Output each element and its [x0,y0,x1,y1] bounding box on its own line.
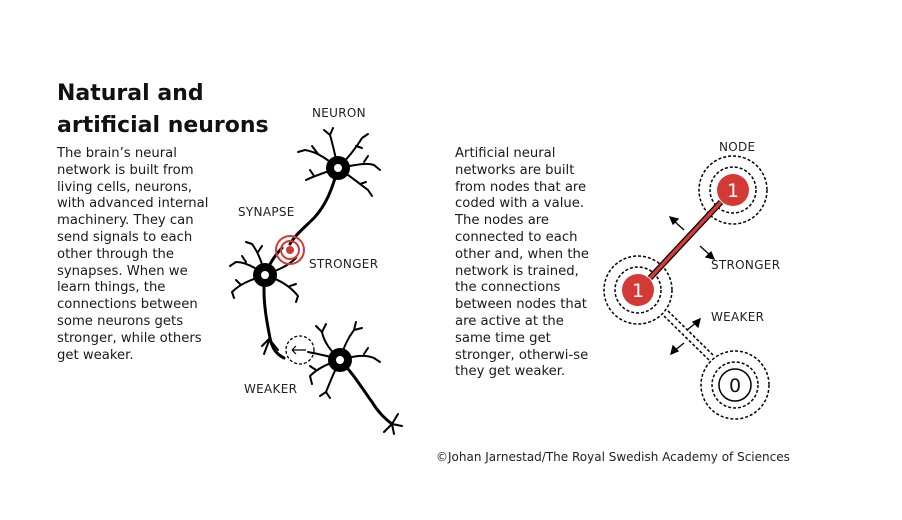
stronger-label-natural: STRONGER [309,257,378,271]
node-label: NODE [719,140,755,154]
strong-synapse-marker [275,235,305,265]
stronger-arrows [668,216,716,260]
artificial-neurons-description: Artificial neural networks are built fro… [455,146,589,380]
node-bottom-value: 0 [729,375,741,397]
weak-connection [663,310,714,361]
node-middle-value: 1 [632,280,644,302]
stronger-label-artificial: STRONGER [711,258,780,272]
top-neuron-nucleus [334,164,342,172]
weaker-arrows [670,317,701,356]
node-top [698,155,768,225]
top-neuron [288,127,381,246]
strong-connection [647,199,724,281]
natural-neurons-description: The brain’s neural network is built from… [57,146,209,363]
synapse-label: SYNAPSE [238,205,295,219]
node-bottom [700,350,770,420]
middle-neuron-nucleus [261,271,269,279]
weak-synapse-marker [285,335,315,365]
neuron-label: NEURON [312,106,366,120]
page-title: Natural and artificial neurons [57,78,269,142]
title-line-2: artificial neurons [57,113,269,138]
title-line-1: Natural and [57,81,204,106]
bottom-neuron-nucleus [336,356,344,364]
weaker-label-artificial: WEAKER [711,310,764,324]
image-credit: ©Johan Jarnestad/The Royal Swedish Acade… [436,450,790,464]
node-top-value: 1 [727,180,739,202]
weaker-label-natural: WEAKER [244,382,297,396]
bottom-neuron [307,321,403,435]
node-middle [603,255,673,325]
